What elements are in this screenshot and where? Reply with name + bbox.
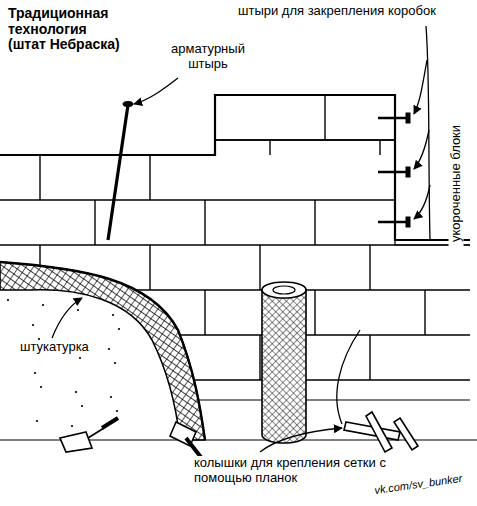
mortar-joint — [0, 199, 395, 200]
stucco-dot — [77, 309, 79, 311]
mortar-joint — [269, 140, 270, 155]
mortar-joint — [204, 290, 205, 335]
callout-label: штукатурка — [18, 340, 91, 355]
stakes — [344, 412, 418, 452]
mortar-joint — [204, 200, 205, 245]
rebar-pin — [108, 102, 133, 241]
mortar-joint — [379, 140, 380, 155]
stucco-dot — [110, 396, 112, 398]
mortar-joint — [39, 155, 40, 200]
title: Традиционная технология (штат Небраска) — [6, 6, 122, 53]
stucco-dot — [112, 314, 114, 316]
mesh-roll — [262, 282, 306, 443]
mortar-joint — [0, 244, 470, 245]
stucco-dot — [118, 328, 120, 330]
stucco-dot — [75, 391, 77, 393]
block-wall — [0, 95, 470, 400]
stucco-area — [0, 262, 205, 440]
mortar-joint — [369, 245, 370, 290]
mortar-joint — [94, 200, 95, 245]
stucco-dot — [81, 405, 83, 407]
mortar-joint — [215, 139, 395, 140]
mortar-joint — [149, 155, 150, 200]
mortar-joint — [314, 290, 315, 335]
mortar-joint — [149, 245, 150, 290]
stucco-dot — [42, 304, 44, 306]
stucco-dot — [7, 299, 9, 301]
trowel — [60, 418, 118, 452]
leader-lines — [52, 26, 430, 452]
mortar-joint — [369, 335, 370, 380]
stucco-dot — [71, 425, 73, 427]
mortar-joint — [324, 95, 325, 140]
stucco-dot — [36, 420, 38, 422]
stucco-dot — [32, 324, 34, 326]
stucco-dot — [79, 357, 81, 359]
callout-label: штыри для закрепления коробок — [236, 4, 438, 19]
stucco-dot — [40, 386, 42, 388]
mesh-layer — [0, 262, 205, 440]
mortar-joint — [259, 335, 260, 380]
stucco-dot — [116, 410, 118, 412]
callout-label: арматурный штырь — [150, 42, 266, 72]
mortar-joint — [215, 139, 395, 140]
callout-label: укороченные блоки — [449, 119, 464, 247]
stucco-dot — [34, 372, 36, 374]
stucco-dot — [114, 362, 116, 364]
mortar-joint — [314, 200, 315, 245]
stucco-edge — [0, 262, 205, 440]
mortar-joint — [424, 290, 425, 335]
mortar-joint — [259, 245, 260, 290]
stucco-dot — [108, 348, 110, 350]
mortar-joint — [214, 95, 215, 140]
box-pins — [378, 113, 410, 227]
